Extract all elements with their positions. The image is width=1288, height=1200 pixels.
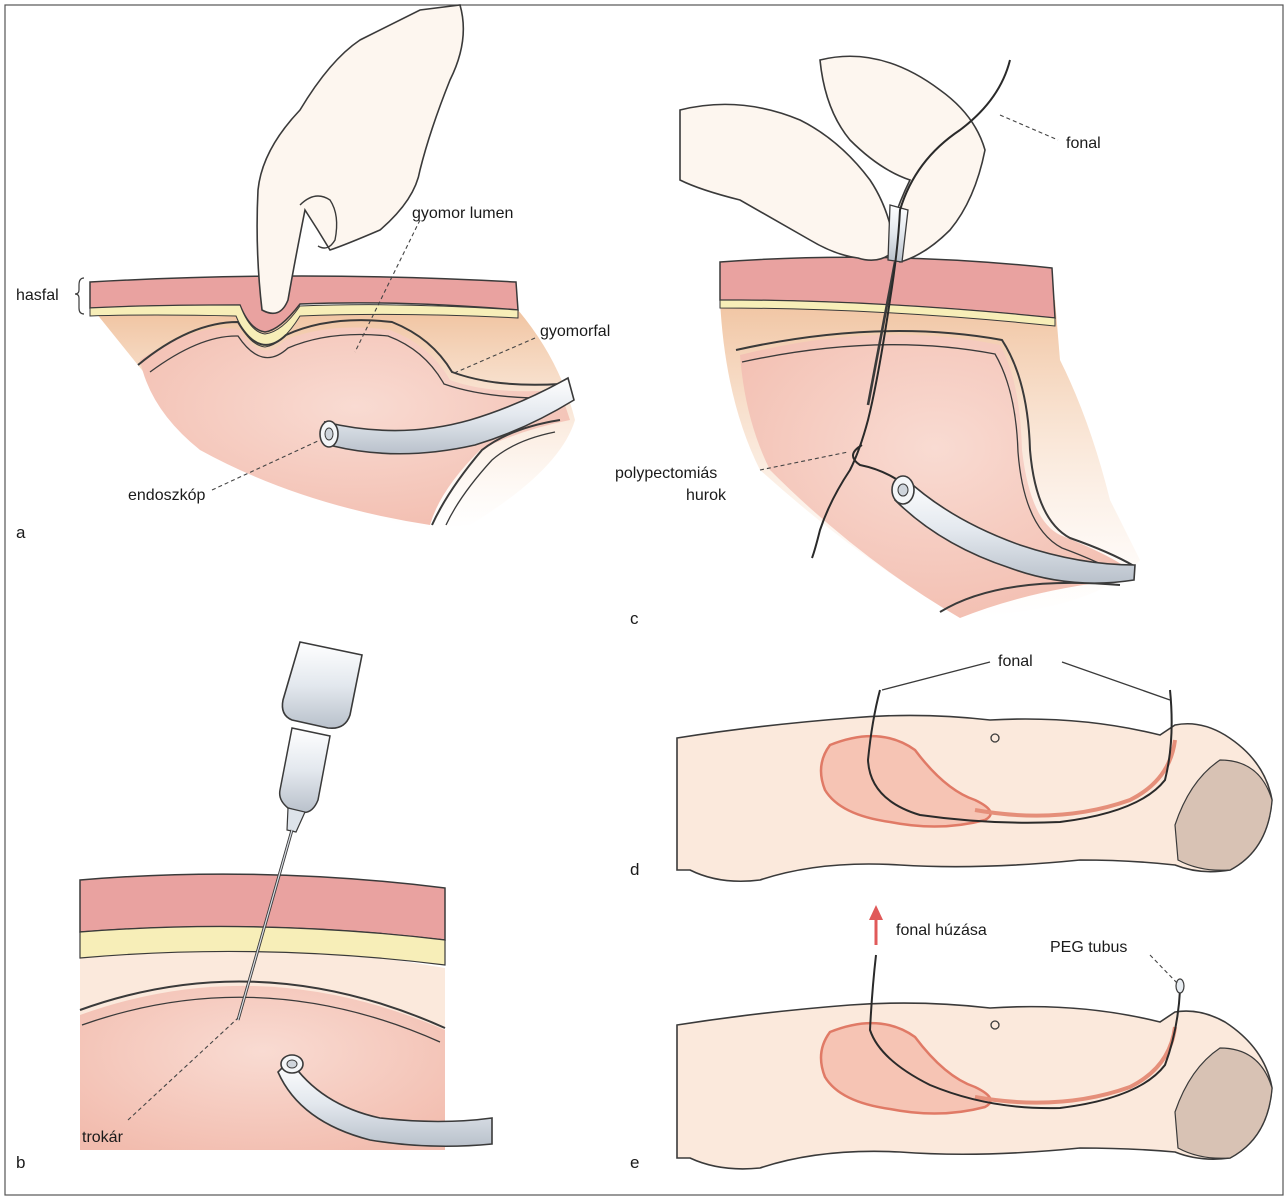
panel-b-label-trokar: trokár: [82, 1129, 124, 1146]
panel-c-label-hurok-line2: hurok: [686, 487, 727, 504]
panel-a-letter: a: [16, 523, 26, 542]
panel-e-peg-bumper: [1176, 979, 1184, 993]
panel-a-label-hasfal: hasfal: [16, 287, 59, 304]
panel-e-letter: e: [630, 1153, 639, 1172]
panel-a-label-gyomor-lumen: gyomor lumen: [412, 205, 513, 222]
panel-a-endoscope-tip-hole: [325, 428, 333, 440]
panel-c-label-fonal: fonal: [1066, 135, 1101, 152]
panel-d-label-fonal: fonal: [998, 653, 1033, 670]
panel-b-endoscope-tip-hole: [287, 1060, 297, 1068]
panel-e-label-fonal-huzasa: fonal húzása: [896, 922, 987, 939]
panel-b-letter: b: [16, 1153, 25, 1172]
panel-a-label-endoszkop: endoszkóp: [128, 487, 205, 504]
panel-d-letter: d: [630, 860, 639, 879]
panel-e-label-peg-tubus: PEG tubus: [1050, 939, 1127, 956]
panel-c-label-hurok-line1: polypectomiás: [615, 465, 717, 482]
panel-a-label-gyomorfal: gyomorfal: [540, 323, 610, 340]
panel-c-endoscope-tip-hole: [898, 484, 908, 496]
panel-c-letter: c: [630, 609, 639, 628]
